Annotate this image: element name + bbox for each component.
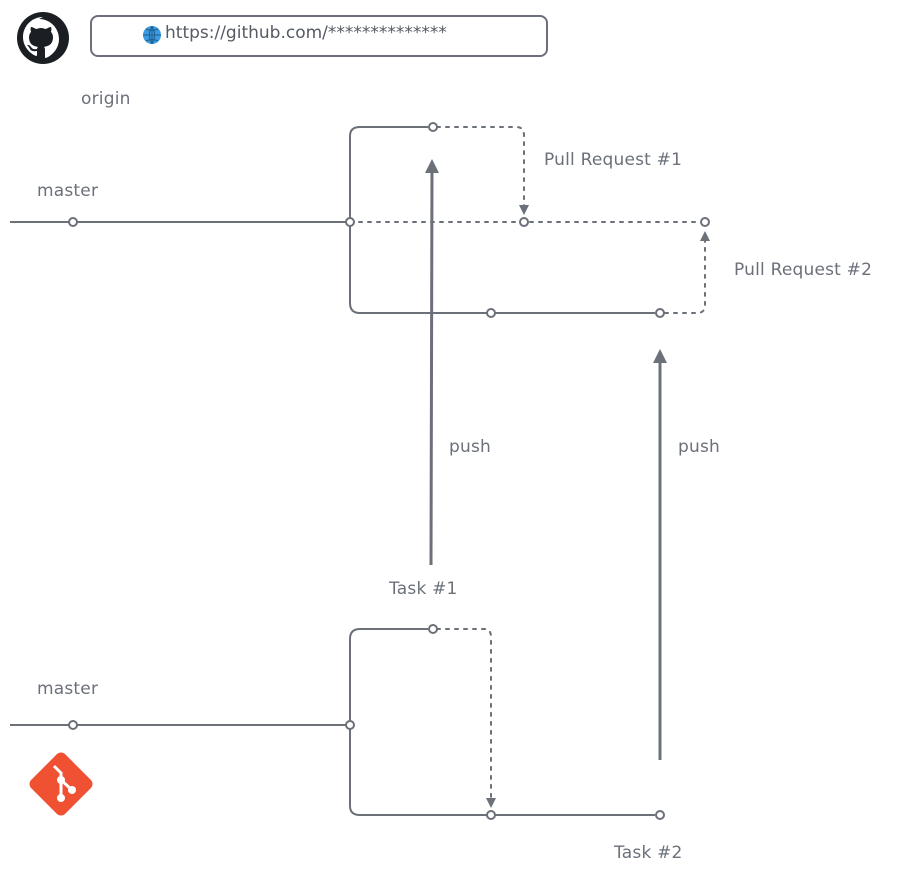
git-logo-branch-icon — [52, 764, 76, 802]
task-2-label: Task #2 — [614, 843, 683, 863]
origin-task1-branch — [349, 126, 428, 222]
origin-commit — [345, 217, 355, 227]
origin-commit — [700, 217, 710, 227]
push-1-arrow — [424, 159, 439, 566]
origin-commit — [655, 308, 665, 318]
origin-commit — [486, 308, 496, 318]
pull-request-1-arrow — [436, 126, 529, 215]
local-commit — [655, 810, 665, 820]
push-2-label: push — [678, 437, 720, 457]
pull-request-2-label: Pull Request #2 — [734, 260, 873, 280]
local-commit — [486, 810, 496, 820]
origin-commit — [519, 217, 529, 227]
local-task1-branch — [349, 628, 428, 725]
origin-label: origin — [81, 89, 131, 109]
github-logo-icon — [17, 12, 69, 64]
master-label-origin: master — [37, 181, 99, 201]
local-commit — [345, 720, 355, 730]
pull-request-1-label: Pull Request #1 — [544, 150, 683, 170]
task-1-label: Task #1 — [389, 579, 458, 599]
pull-request-2-arrow — [664, 231, 710, 314]
origin-commit — [68, 217, 78, 227]
globe-icon — [143, 25, 161, 45]
origin-commit — [428, 122, 438, 132]
push-1-label: push — [449, 437, 491, 457]
repo-url: https://github.com/************** — [165, 23, 447, 43]
master-label-local: master — [37, 679, 99, 699]
local-commit — [68, 720, 78, 730]
origin-task2-branch — [349, 222, 655, 314]
url-box — [90, 15, 548, 57]
local-merge-arrow — [436, 628, 496, 808]
local-task2-branch — [349, 725, 655, 816]
local-commit — [428, 624, 438, 634]
